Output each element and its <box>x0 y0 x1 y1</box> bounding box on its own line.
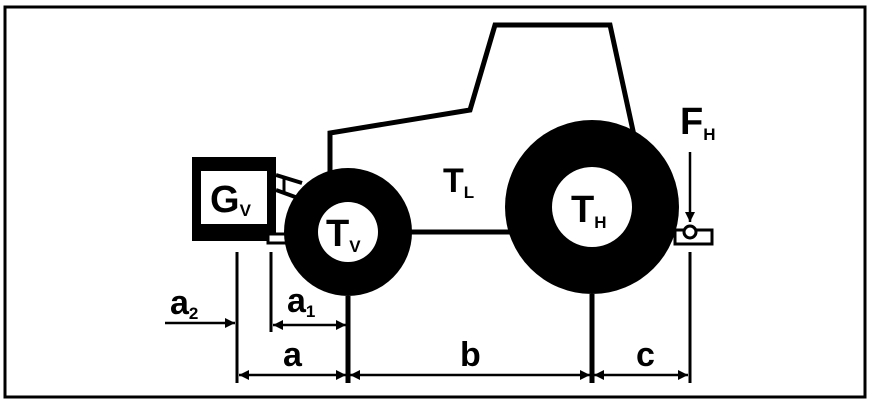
label-tv: TV <box>326 213 361 256</box>
label-a1: a1 <box>287 282 315 321</box>
tractor-cab-outline <box>327 22 638 178</box>
label-fh: FH <box>680 101 716 144</box>
front-wheel-hub <box>318 202 378 262</box>
label-tl: TL <box>443 162 474 202</box>
label-c: c <box>636 336 655 374</box>
rear-hitch <box>673 224 714 246</box>
label-th: TH <box>571 189 607 232</box>
label-a2: a2 <box>170 284 198 323</box>
rear-wheel-hub <box>552 167 632 247</box>
diagram-frame <box>3 5 867 399</box>
front-ballast-window <box>201 171 267 224</box>
label-a: a <box>283 336 303 374</box>
label-b: b <box>460 336 481 374</box>
label-gv: GV <box>210 179 252 221</box>
